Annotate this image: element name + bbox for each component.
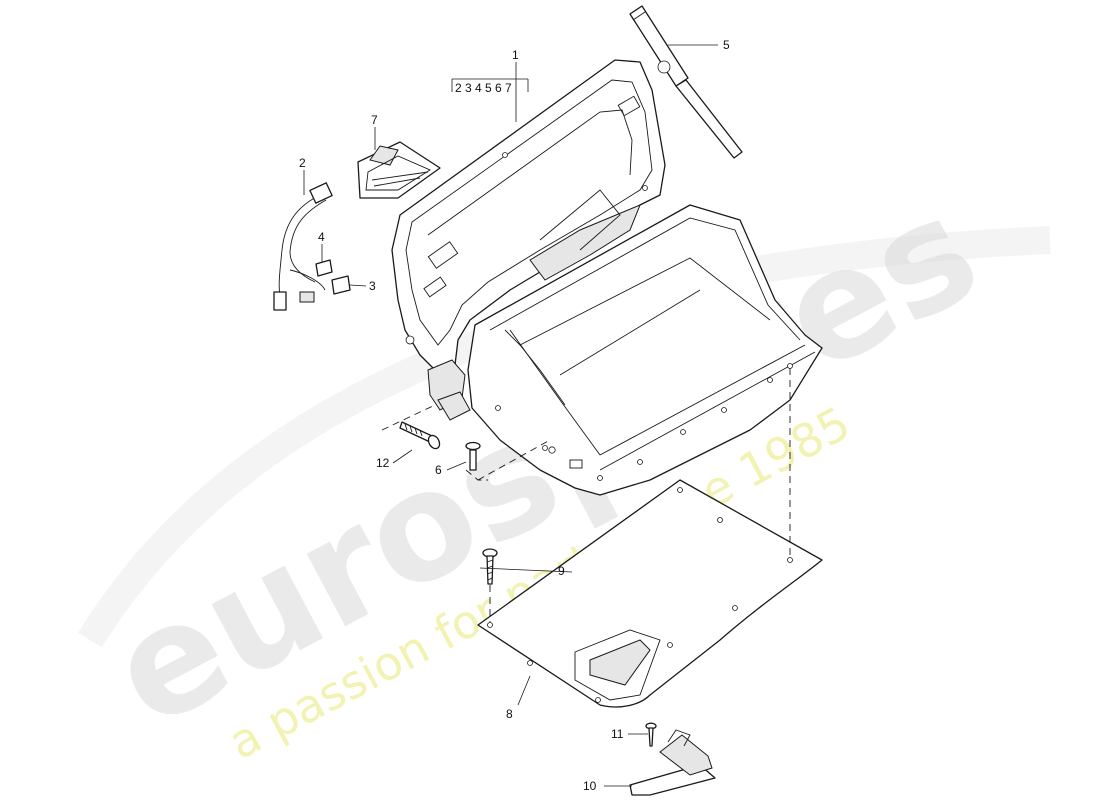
wiring-harness bbox=[273, 182, 333, 311]
callout-8: 8 bbox=[506, 707, 513, 721]
screw-9 bbox=[482, 548, 498, 585]
callout-11: 11 bbox=[611, 727, 624, 741]
callout-6: 6 bbox=[435, 463, 442, 477]
callout-4: 4 bbox=[318, 230, 325, 244]
callout-7: 7 bbox=[371, 113, 378, 127]
callout-12: 12 bbox=[376, 456, 390, 470]
damper-strut bbox=[629, 5, 743, 159]
callout-1: 1 bbox=[512, 48, 519, 62]
callout-2: 2 bbox=[299, 156, 306, 170]
glove-box-cover-panel bbox=[477, 479, 823, 708]
screw-11 bbox=[645, 722, 657, 747]
bolt-6 bbox=[465, 441, 481, 471]
callout-9: 9 bbox=[558, 564, 565, 578]
clip-4 bbox=[315, 259, 333, 277]
callout-10: 10 bbox=[583, 779, 597, 793]
callout-5: 5 bbox=[723, 38, 730, 52]
glove-box-frame bbox=[391, 59, 666, 421]
screw-12 bbox=[399, 421, 441, 450]
glove-box-lamp bbox=[357, 141, 441, 199]
assembly-lines bbox=[381, 368, 791, 622]
glove-box-handle bbox=[629, 729, 716, 796]
clip-3 bbox=[331, 275, 351, 295]
glove-box-tray bbox=[467, 204, 823, 496]
callout-3: 3 bbox=[369, 279, 376, 293]
callout-1-subparts: 2 3 4 5 6 7 bbox=[455, 81, 512, 95]
leader-lines bbox=[303, 44, 718, 787]
callouts: 1 2 3 4 5 6 7 2 3 4 5 6 7 8 9 10 11 12 bbox=[299, 38, 730, 793]
